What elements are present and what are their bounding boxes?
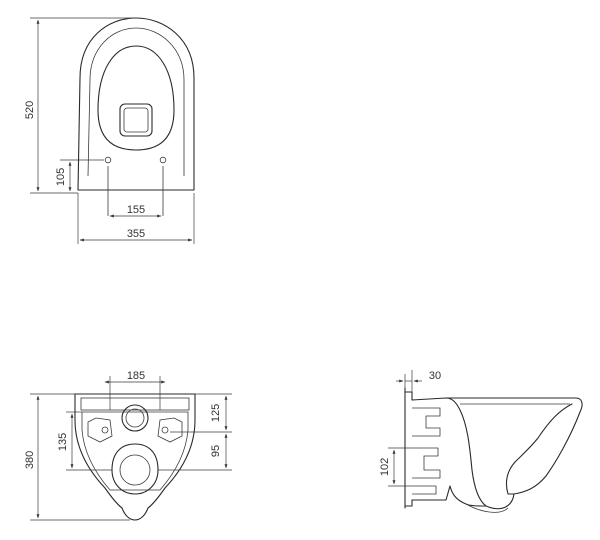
dim-label-135: 135 [57, 433, 69, 451]
bowl-opening-top [97, 45, 175, 151]
bowl-outline-bottom [74, 393, 196, 521]
dim-label-520: 520 [24, 101, 36, 119]
dim-label-155: 155 [127, 204, 145, 216]
dim-label-95: 95 [210, 445, 222, 457]
bowl-outline-top [77, 17, 195, 191]
mount-hole-right-icon [159, 156, 167, 164]
top-view: 520 105 155 355 [24, 17, 195, 244]
outlet-square-inner [123, 107, 149, 133]
dim-label-125: 125 [210, 404, 222, 422]
dim-label-185: 185 [127, 370, 145, 382]
bolt-hole-left-icon [101, 426, 109, 434]
bowl-body-side [445, 397, 583, 495]
bolt-boss-right [157, 417, 183, 443]
side-view: 30 102 [379, 370, 583, 513]
dim-label-102: 102 [379, 458, 391, 476]
bottom-view: 185 380 135 125 95 [24, 370, 232, 521]
outlet-square-top [119, 103, 153, 137]
trapway-side [485, 493, 515, 510]
inlet-ring-bottom [121, 404, 149, 432]
mount-hole-left-icon [104, 156, 112, 164]
dim-label-355: 355 [127, 228, 145, 240]
bolt-boss-left [87, 417, 113, 443]
rear-plate-bottom [80, 397, 190, 411]
bolt-hole-right-icon [161, 426, 169, 434]
bowl-rim-top [87, 27, 185, 177]
dim-label-30: 30 [429, 370, 441, 382]
back-plate-side [404, 391, 487, 507]
outlet-bottom [111, 443, 159, 495]
dim-label-380: 380 [24, 451, 36, 469]
dim-label-105: 105 [55, 168, 67, 186]
